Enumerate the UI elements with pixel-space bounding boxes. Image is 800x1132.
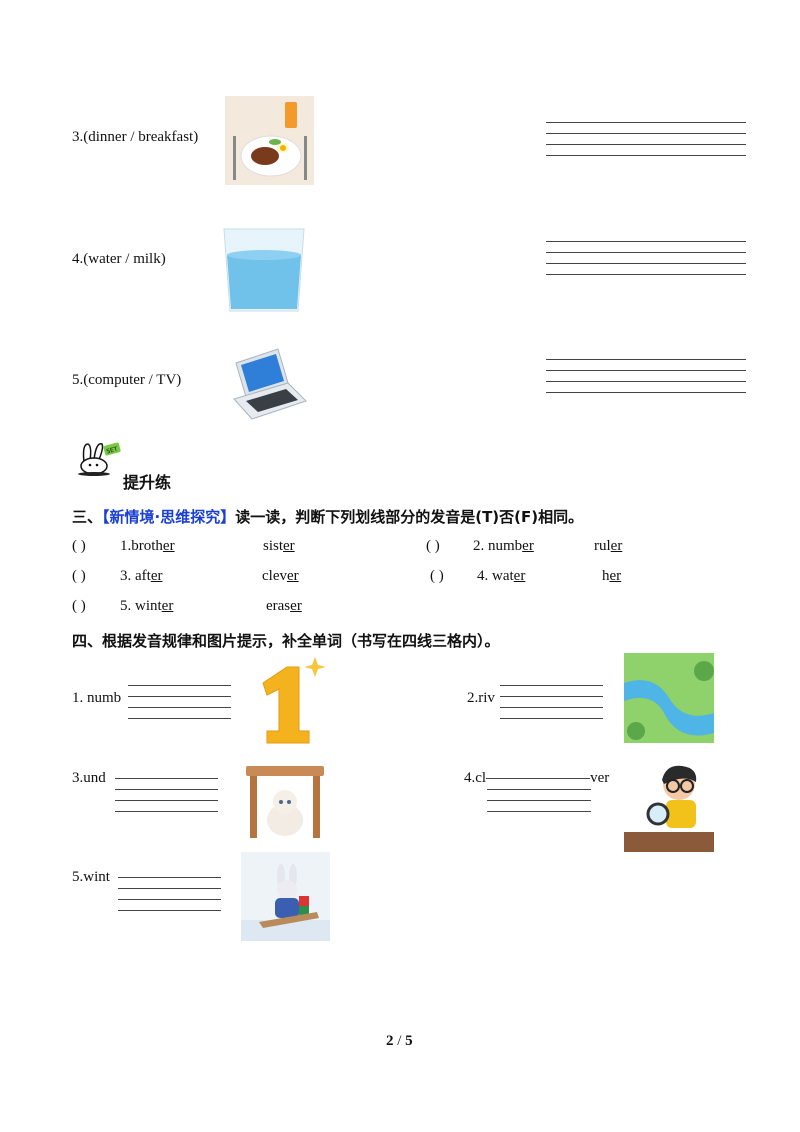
rabbit-sled-image bbox=[241, 852, 330, 941]
fill-item-5: 5.wint bbox=[72, 869, 110, 885]
q2-word2: ruler bbox=[594, 538, 623, 554]
writing-lines-5[interactable] bbox=[546, 359, 746, 403]
answer-paren-3[interactable]: ( ) bbox=[72, 568, 86, 584]
badge-text: SET bbox=[106, 446, 119, 456]
page-indicator: 2 / 5 bbox=[386, 1033, 413, 1049]
fill-lines-3[interactable] bbox=[115, 778, 218, 822]
q3-word1: 3. after bbox=[120, 568, 163, 584]
water-glass-image bbox=[218, 225, 310, 317]
fill-lines-1[interactable] bbox=[128, 685, 231, 729]
section4-heading: 四、根据发音规律和图片提示，补全单词（书写在四线三格内）。 bbox=[72, 632, 500, 650]
q1-word1: 1.brother bbox=[120, 538, 175, 554]
q2-word1: 2. number bbox=[473, 538, 534, 554]
q1-word2: sister bbox=[263, 538, 295, 554]
writing-lines-3[interactable] bbox=[546, 122, 746, 166]
dinner-plate-image bbox=[225, 96, 314, 185]
answer-paren-1[interactable]: ( ) bbox=[72, 538, 86, 554]
fill-item-1: 1. numb bbox=[72, 690, 122, 706]
answer-paren-5[interactable]: ( ) bbox=[72, 598, 86, 614]
answer-paren-4[interactable]: ( ) bbox=[430, 568, 444, 584]
number-one-image bbox=[243, 655, 328, 745]
fill-lines-2[interactable] bbox=[500, 685, 603, 729]
q5-word1: 5. winter bbox=[120, 598, 174, 614]
boy-magnifier-image bbox=[624, 762, 714, 852]
section3-tag: 【新情境·思维探究】 bbox=[102, 508, 236, 526]
river-image bbox=[624, 653, 714, 743]
section3-number: 三、 bbox=[72, 508, 103, 526]
laptop-image bbox=[226, 343, 310, 427]
q4-word1: 4. water bbox=[477, 568, 526, 584]
improve-title: 提升练 bbox=[123, 473, 172, 492]
item-5-label: 5.(computer / TV) bbox=[72, 372, 182, 388]
cat-under-table-image bbox=[240, 760, 330, 840]
item-4-label: 4.(water / milk) bbox=[72, 251, 166, 267]
writing-lines-4[interactable] bbox=[546, 241, 746, 285]
q5-word2: eraser bbox=[266, 598, 302, 614]
fill-lines-5[interactable] bbox=[118, 877, 221, 921]
q3-word2: clever bbox=[262, 568, 299, 584]
section3-instruction: 读一读，判断下列划线部分的发音是(T)否(F)相同。 bbox=[235, 508, 584, 526]
fill-item-2: 2.riv bbox=[467, 690, 495, 706]
section3-heading: 三、【新情境·思维探究】读一读，判断下列划线部分的发音是(T)否(F)相同。 bbox=[72, 506, 583, 527]
rabbit-icon: SET bbox=[74, 440, 122, 476]
q4-word2: her bbox=[602, 568, 622, 584]
fill-item-3: 3.und bbox=[72, 770, 106, 786]
answer-paren-2[interactable]: ( ) bbox=[426, 538, 440, 554]
fill-lines-4[interactable] bbox=[487, 789, 591, 822]
item-3-label: 3.(dinner / breakfast) bbox=[72, 129, 199, 145]
